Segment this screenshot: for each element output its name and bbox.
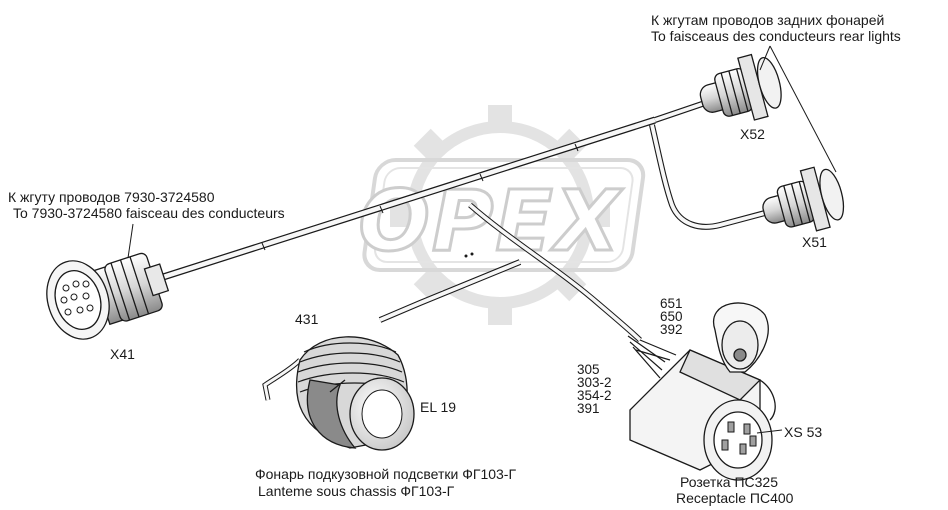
small-marks [464,252,474,258]
x51-connector [762,166,845,232]
rear-lights-label-ru: К жгутам проводов задних фонарей [651,12,885,28]
wire-label-391: 391 [577,401,600,416]
x52-connector [699,53,782,121]
main-harness-label-fr: To 7930-3724580 faisceau des conducteurs [13,205,285,221]
socket-caption-fr: Receptacle ПС400 [676,490,794,506]
wire-label-392: 392 [660,322,683,337]
x41-connector [46,252,170,340]
el19-label: EL 19 [420,399,457,415]
xs53-label: XS 53 [784,424,823,440]
rear-lights-label-fr: To faisceaus des conducteurs rear lights [651,28,901,44]
wire-label-354-2: 354-2 [577,388,612,403]
wire-label-305: 305 [577,362,600,377]
x51-label: X51 [802,234,827,250]
wire-label-650: 650 [660,309,683,324]
lamp-code-label: 431 [295,311,319,327]
rear-lights-leader-lines [759,45,837,173]
lamp-caption-fr: Lanteme sous chassis ФГ103-Г [258,483,455,499]
lamp-caption-ru: Фонарь подкузовной подсветки ФГ103-Г [255,466,517,482]
wire-label-651: 651 [660,296,683,311]
main-harness-cable [158,100,766,401]
xs53-socket [629,302,776,481]
x52-label: X52 [740,126,765,142]
socket-caption-ru: Розетка ПС325 [680,474,778,490]
x41-leader-line [127,223,134,259]
el19-lamp [295,336,415,451]
x41-label: X41 [110,346,135,362]
xs53-leader-line [756,429,783,434]
wire-label-303-2: 303-2 [577,375,612,390]
main-harness-label-ru: К жгуту проводов 7930-3724580 [8,189,215,205]
